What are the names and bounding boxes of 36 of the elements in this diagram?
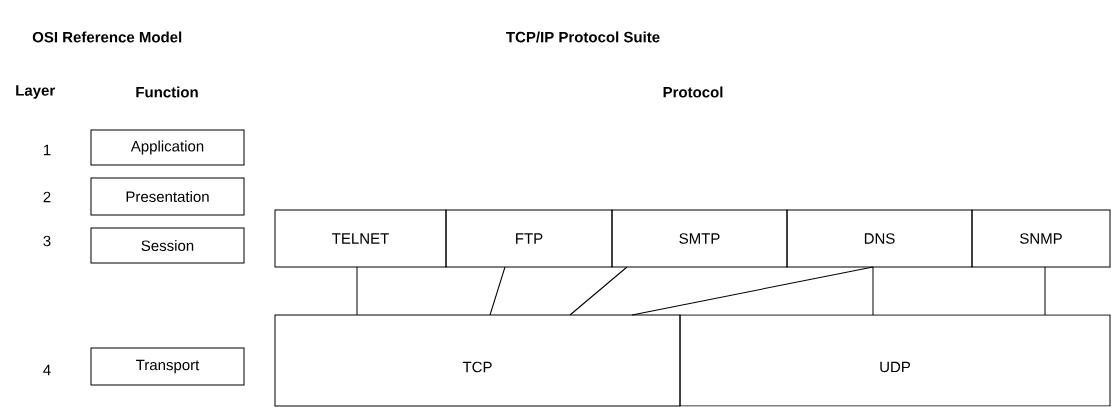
layer-number: 1 <box>43 144 51 156</box>
box-text: TCP <box>462 361 492 373</box>
protocol-box <box>786 209 973 268</box>
column-heading: Layer <box>16 85 55 99</box>
column-heading: Function <box>136 86 198 98</box>
connector-line <box>872 266 874 316</box>
box-text: Session <box>141 240 194 251</box>
box-text: Presentation <box>126 191 209 202</box>
box-text: FTP <box>516 233 543 244</box>
connector-line <box>489 266 506 316</box>
layer-number: 4 <box>43 364 51 376</box>
column-heading: Protocol <box>663 86 723 98</box>
heading: TCP/IP Protocol Suite <box>506 31 660 43</box>
connector-line <box>356 266 358 316</box>
box-text: TELNET <box>332 233 389 244</box>
box-text: Application <box>130 140 204 155</box>
function-box <box>90 227 245 264</box>
layer-number: 3 <box>43 235 51 247</box>
protocol-box <box>611 209 788 268</box>
box-text: SMTP <box>679 233 720 244</box>
function-box <box>90 347 245 386</box>
connector-line <box>569 266 628 316</box>
function-box <box>90 177 245 216</box>
function-box <box>90 129 245 166</box>
connector-line <box>1044 266 1046 316</box>
protocol-box <box>445 209 613 268</box>
protocol-box <box>274 314 681 407</box>
protocol-box <box>274 209 447 268</box>
box-text: DNS <box>864 233 895 244</box>
box-text: UDP <box>880 361 911 373</box>
layer-number: 2 <box>43 191 51 203</box>
heading: OSI Reference Model <box>32 31 182 43</box>
protocol-box <box>971 209 1111 268</box>
box-text: Transport <box>136 359 200 374</box>
box-text: SNMP <box>1020 233 1062 244</box>
protocol-box <box>679 314 1111 407</box>
